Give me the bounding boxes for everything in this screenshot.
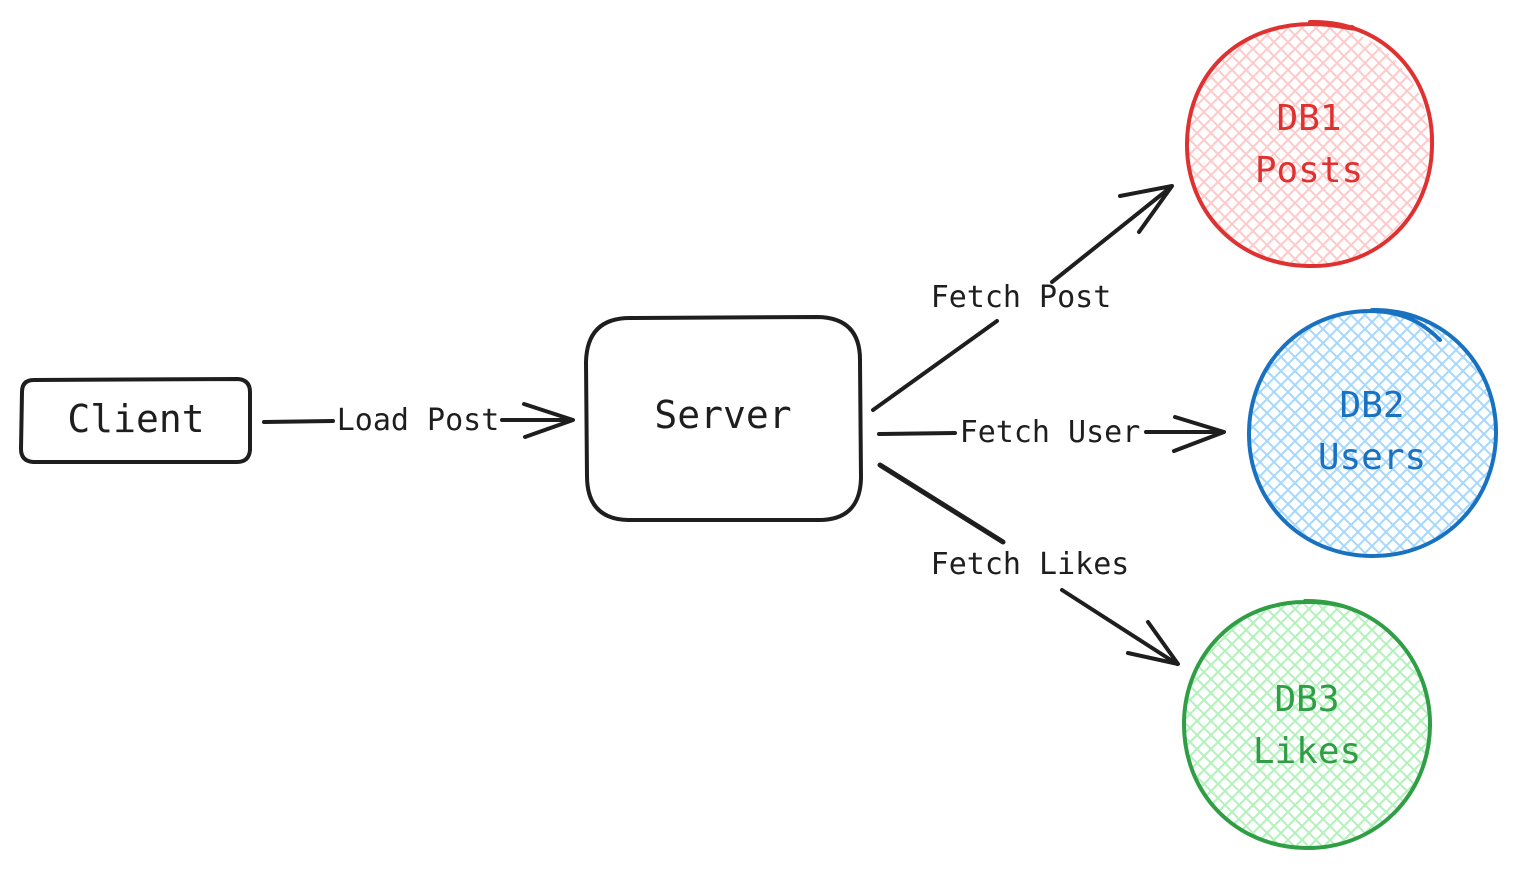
db3-label: Likes (1253, 731, 1361, 772)
db2-name: DB2 (1339, 385, 1404, 426)
fetch-post-label: Fetch Post (931, 280, 1112, 315)
server-node[interactable]: Server (584, 315, 863, 523)
db2-node[interactable]: DB2 Users (1246, 307, 1499, 559)
client-node[interactable]: Client (19, 377, 252, 464)
fetch-user-arrow: Fetch User (877, 415, 1226, 453)
fetch-user-label: Fetch User (960, 415, 1141, 450)
db1-label: Posts (1255, 150, 1363, 191)
load-post-arrow: Load Post (262, 402, 575, 439)
db1-node[interactable]: DB1 Posts (1184, 19, 1435, 269)
client-label: Client (67, 397, 204, 441)
db3-name: DB3 (1274, 679, 1339, 720)
fetch-post-arrow: Fetch Post (871, 184, 1174, 412)
server-label: Server (654, 393, 791, 437)
db2-label: Users (1318, 437, 1426, 478)
load-post-label: Load Post (337, 403, 500, 438)
db1-name: DB1 (1276, 98, 1341, 139)
fetch-likes-label: Fetch Likes (931, 547, 1130, 582)
fetch-likes-arrow: Fetch Likes (877, 462, 1180, 666)
db3-node[interactable]: DB3 Likes (1181, 598, 1433, 851)
